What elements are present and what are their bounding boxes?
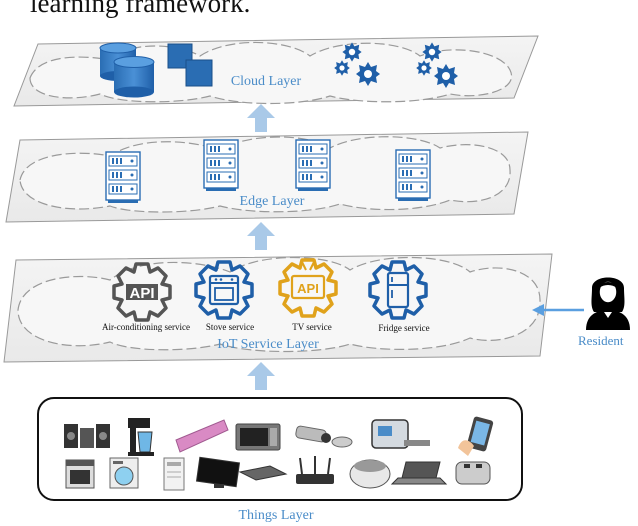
caption-fragment: learning framework.	[30, 0, 251, 18]
edge-server-icon	[395, 149, 431, 202]
range-hood-icon	[175, 419, 229, 453]
cloud-layer-label: Cloud Layer	[230, 74, 302, 89]
fridge-gear-icon	[368, 260, 428, 320]
edge-server-icon	[295, 139, 331, 192]
service-label: Fridge service	[378, 323, 430, 333]
wifi-router-icon	[296, 456, 334, 484]
service-label: Stove service	[205, 322, 255, 332]
stereo-speaker-icon	[64, 424, 110, 448]
service-label: Air-conditioning service	[101, 322, 191, 332]
security-camera-icon	[295, 425, 353, 448]
arrow-edge-to-cloud	[247, 104, 275, 132]
resident-icon	[586, 277, 630, 330]
resident-label: Resident	[578, 333, 624, 348]
television-icon	[195, 456, 241, 488]
edge-server-icon	[105, 151, 141, 204]
api-tv-gear-icon: API	[278, 258, 338, 318]
air-conditioner-icon	[163, 457, 185, 491]
svg-text:API: API	[297, 281, 319, 296]
smartphone-hand-icon	[458, 416, 494, 456]
arrow-iot-to-edge	[247, 222, 275, 250]
washing-machine-icon	[109, 457, 139, 489]
database-icon	[99, 42, 155, 98]
service-label: TV service	[292, 322, 332, 332]
edge-server-icon	[203, 139, 239, 192]
iot-layer-label: IoT Service Layer	[217, 337, 319, 352]
stove-gear-icon	[194, 260, 254, 320]
rice-cooker-icon	[349, 459, 391, 489]
iot-layer-plane	[3, 253, 553, 363]
api-gear-icon: API	[112, 262, 172, 322]
arrow-resident-to-iot	[532, 304, 584, 316]
dvd-player-icon	[238, 465, 288, 481]
edge-layer-label: Edge Layer	[239, 194, 305, 209]
toaster-icon	[455, 461, 491, 485]
cloud-layer-plane	[13, 35, 539, 107]
microwave-icon	[235, 423, 281, 451]
storage-blocks-icon	[167, 43, 213, 87]
stove-appliance-icon	[65, 459, 95, 489]
smart-lock-icon	[371, 419, 430, 449]
svg-text:API: API	[129, 285, 154, 302]
laptop-icon	[390, 461, 448, 485]
things-layer-label: Things Layer	[238, 508, 314, 523]
arrow-things-to-iot	[247, 362, 275, 390]
coffee-maker-icon	[128, 418, 154, 456]
